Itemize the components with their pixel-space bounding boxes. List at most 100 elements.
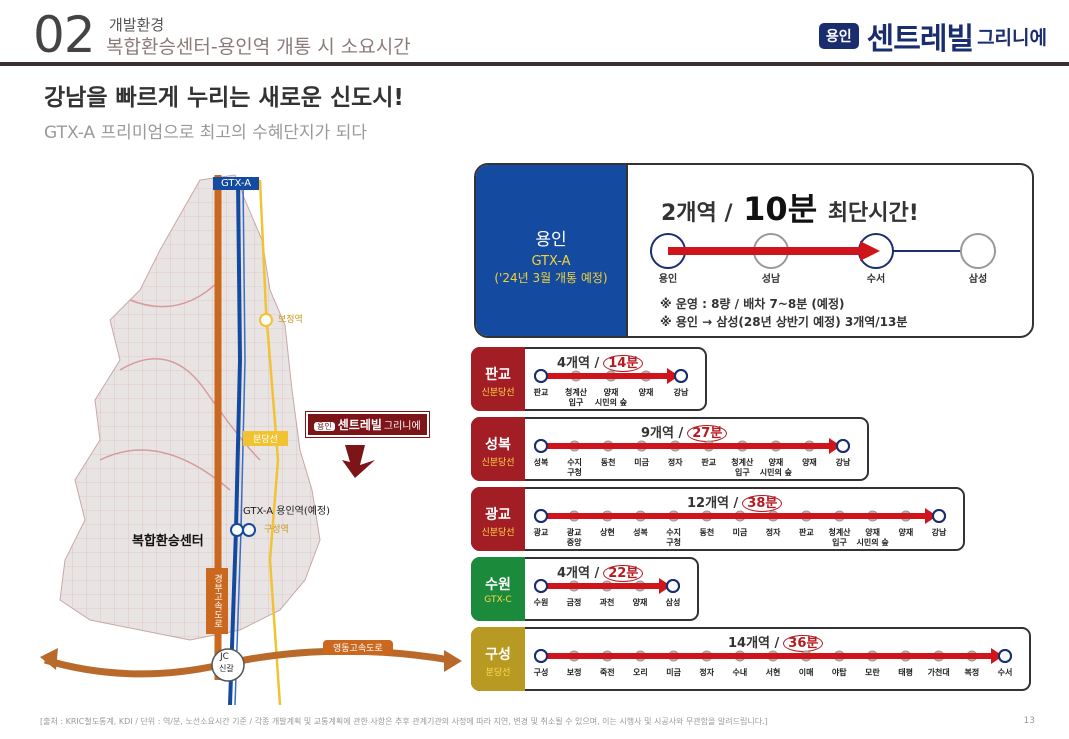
samsung-note: ※ 용인 → 삼성(28년 상반기 예정) 3개역/13분: [660, 315, 908, 329]
yeongdong-expressway-label: 영동고속도로: [323, 640, 393, 655]
page-number: 13: [1023, 716, 1035, 726]
route-arrow-head: [829, 438, 841, 454]
bojeong-label: 보정역: [278, 315, 303, 325]
route-station-label: 수내: [732, 667, 747, 677]
route-line-name: 신분당선: [481, 528, 515, 538]
operation-note: ※ 운영 : 8량 / 배차 7~8분 (예정): [660, 297, 845, 311]
route-arrow: [541, 653, 993, 659]
map-illustration: [40, 174, 462, 706]
section-label: 개발환경: [109, 16, 165, 34]
footnote: [출처 : KRIC철도통계, KDI / 단위 : 역/분, 노선소요시간 기…: [40, 717, 768, 726]
route-origin-city: 구성: [485, 647, 511, 663]
route-endpoint-dot: [674, 369, 688, 383]
route-station-count: 14개역 /: [728, 636, 780, 651]
route-endpoint-dot: [998, 649, 1012, 663]
route-endpoint-dot: [932, 509, 946, 523]
page-header: 02 개발환경 복합환승센터-용인역 개통 시 소요시간 용인 센트레빌 그리니…: [0, 0, 1069, 66]
route-station-count: 9개역 /: [641, 426, 684, 441]
brand-logo: 용인 센트레빌 그리니에: [818, 14, 1047, 58]
hero-station-dot: [960, 233, 996, 269]
logo-badge: 용인: [818, 23, 859, 49]
pin-main: 센트레빌: [337, 418, 382, 432]
route-station-label: 양재: [639, 387, 654, 397]
route-station-label: 양재: [633, 597, 648, 607]
route-arrow: [541, 373, 669, 379]
gtx-a-label: GTX-A: [213, 177, 260, 190]
route-station-label: 야탑: [832, 667, 847, 677]
hero-station-count: 2개역 /: [661, 201, 733, 226]
transfer-center-label: 복합환승센터: [132, 534, 204, 549]
hero-title-tail: 최단시간!: [827, 201, 919, 226]
route-arrow: [541, 443, 831, 449]
pin-badge: 용인: [314, 422, 335, 431]
section-subtitle: 복합환승센터-용인역 개통 시 소요시간: [106, 36, 411, 58]
section-number: 02: [33, 6, 96, 64]
jc-sub-label: 신갈: [219, 664, 234, 673]
route-station-label: 정자: [699, 667, 714, 677]
route-station-label: 금정: [567, 597, 582, 607]
route-arrow: [541, 583, 661, 589]
route-minutes: 14분: [603, 355, 644, 372]
route-station-label: 보정: [567, 667, 582, 677]
route-endpoint-dot: [534, 649, 548, 663]
route-arrow-head: [667, 368, 679, 384]
route-station-label: 강남: [674, 387, 689, 397]
route-endpoint-dot: [836, 439, 850, 453]
logo-tail-text: 그리니에: [977, 26, 1047, 49]
route-origin-city: 판교: [485, 367, 511, 383]
route-station-label: 삼성: [666, 597, 681, 607]
route-station-label: 동천: [699, 527, 714, 537]
route-station-label: 미금: [733, 527, 748, 537]
route-minutes: 27분: [687, 425, 728, 442]
route-station-label: 오리: [633, 667, 648, 677]
route-station-label: 죽전: [600, 667, 615, 677]
route-station-label: 판교: [799, 527, 814, 537]
route-station-label: 양재: [898, 527, 913, 537]
route-station-count: 4개역 /: [557, 356, 600, 371]
gtx-station-label: GTX-A 용인역(예정): [243, 506, 331, 517]
jc-label: JC: [220, 652, 229, 662]
route-line-name: 신분당선: [481, 388, 515, 398]
hero-title: 2개역 / 10분 최단시간!: [661, 184, 919, 230]
route-origin-city: 광교: [485, 507, 511, 523]
route-station-label: 미금: [634, 457, 649, 467]
route-station-label: 성복: [534, 457, 549, 467]
gyeongbu-expressway-label: 경부고속도로: [206, 568, 228, 634]
route-station-label: 강남: [836, 457, 851, 467]
jc-marker: [211, 648, 245, 682]
route-station-label: 가천대: [928, 667, 950, 677]
route-station-label: 동천: [601, 457, 616, 467]
route-summary: 12개역 /38분: [687, 492, 783, 512]
route-endpoint-dot: [534, 509, 548, 523]
gtx-a-origin-panel: 용인 GTX-A ('24년 3월 개통 예정): [476, 165, 628, 336]
pin-tail: 그리니에: [383, 421, 421, 432]
hero-minutes: 10분: [743, 190, 818, 228]
guseong-label: 구성역: [264, 525, 289, 535]
route-station-label: 정자: [668, 457, 683, 467]
hero-route-arrow-head: [860, 241, 880, 261]
headline: 강남을 빠르게 누리는 새로운 신도시!: [44, 85, 404, 111]
route-minutes: 36분: [783, 635, 824, 652]
route-arrow: [541, 513, 927, 519]
route-arrow-head: [925, 508, 937, 524]
hero-station-label: 수서: [867, 272, 885, 285]
route-endpoint-dot: [666, 579, 680, 593]
route-station-label: 과천: [600, 597, 615, 607]
route-station-label: 모란: [865, 667, 880, 677]
